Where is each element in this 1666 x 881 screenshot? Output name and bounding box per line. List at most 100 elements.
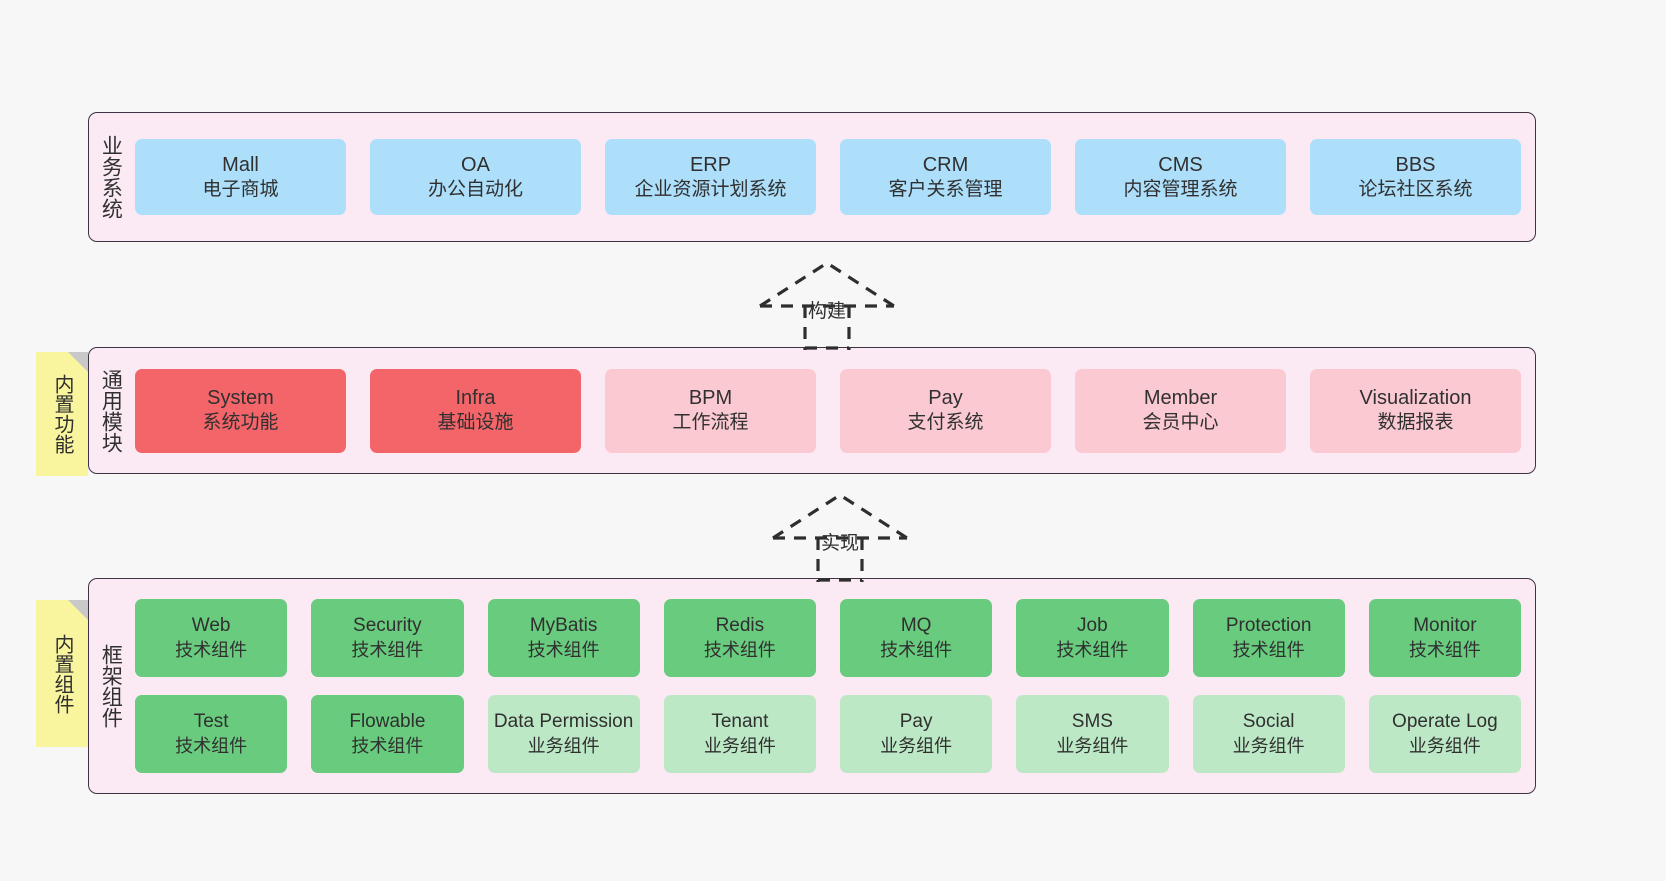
sticky-note-builtin-features: 内置功能	[36, 352, 88, 476]
card-pay-component[interactable]: Pay 业务组件	[840, 695, 993, 773]
card-flowable[interactable]: Flowable 技术组件	[311, 695, 464, 773]
card-member-subtitle: 会员中心	[1142, 412, 1219, 434]
card-erp-subtitle: 企业资源计划系统	[634, 178, 787, 200]
card-redis[interactable]: Redis 技术组件	[663, 599, 816, 677]
card-oa[interactable]: OA 办公自动化	[370, 139, 581, 215]
card-data-permission-title: Data Permission	[493, 710, 634, 732]
card-web-title: Web	[191, 614, 231, 636]
layer-title-business-system: 业务系统	[99, 135, 123, 219]
card-mall-subtitle: 电子商城	[202, 178, 279, 200]
card-security-subtitle: 技术组件	[351, 639, 424, 660]
card-sms-subtitle: 业务组件	[1056, 735, 1129, 756]
note-fold-corner-icon	[68, 352, 88, 372]
layer-title-common-modules: 通用模块	[99, 368, 123, 453]
card-bbs-subtitle: 论坛社区系统	[1358, 178, 1473, 200]
card-system-title: System	[207, 387, 274, 410]
card-pay-component-subtitle: 业务组件	[880, 735, 953, 756]
card-data-permission-subtitle: 业务组件	[527, 735, 600, 756]
card-infra-subtitle: 基础设施	[437, 412, 514, 434]
card-pay-module-title: Pay	[928, 387, 963, 410]
card-row-framework-tech: Web 技术组件 Security 技术组件 MyBatis 技术组件 Redi…	[135, 599, 1521, 677]
card-operate-log-title: Operate Log	[1392, 710, 1498, 732]
layer-body-business-system: Mall 电子商城 OA 办公自动化 ERP 企业资源计划系统 CRM 客户关系…	[131, 113, 1535, 241]
note-fold-corner-icon-2	[68, 600, 88, 620]
card-sms-title: SMS	[1071, 710, 1113, 732]
connector-build: 构建	[755, 258, 905, 350]
card-web-subtitle: 技术组件	[175, 639, 248, 660]
card-pay-module[interactable]: Pay 支付系统	[840, 368, 1051, 453]
card-sms[interactable]: SMS 业务组件	[1016, 695, 1169, 773]
card-member-title: Member	[1143, 387, 1218, 410]
card-cms[interactable]: CMS 内容管理系统	[1075, 139, 1286, 215]
card-test[interactable]: Test 技术组件	[135, 695, 288, 773]
card-redis-title: Redis	[715, 614, 765, 636]
card-row-common-modules: System 系统功能 Infra 基础设施 BPM 工作流程 Pay 支付系统…	[135, 368, 1521, 453]
card-bbs[interactable]: BBS 论坛社区系统	[1310, 139, 1521, 215]
card-pay-component-title: Pay	[899, 710, 933, 732]
card-bbs-title: BBS	[1395, 153, 1436, 176]
card-visualization-title: Visualization	[1359, 387, 1472, 410]
card-operate-log-subtitle: 业务组件	[1408, 735, 1481, 756]
card-crm[interactable]: CRM 客户关系管理	[840, 139, 1051, 215]
card-security[interactable]: Security 技术组件	[311, 599, 464, 677]
card-system-subtitle: 系统功能	[202, 412, 279, 434]
connector-build-label: 构建	[808, 301, 847, 322]
card-monitor-title: Monitor	[1413, 614, 1477, 636]
card-bpm[interactable]: BPM 工作流程	[605, 368, 816, 453]
connector-implement: 实现	[768, 490, 918, 582]
layer-framework-components[interactable]: 框架组件 Web 技术组件 Security 技术组件 MyBatis 技术组件…	[88, 578, 1536, 794]
card-infra-title: Infra	[455, 387, 496, 410]
layer-business-system[interactable]: 业务系统 Mall 电子商城 OA 办公自动化 ERP 企业资源计划系统 CRM…	[88, 112, 1536, 242]
card-redis-subtitle: 技术组件	[703, 639, 776, 660]
card-mall[interactable]: Mall 电子商城	[135, 139, 346, 215]
card-social-title: Social	[1242, 710, 1295, 732]
card-tenant-subtitle: 业务组件	[703, 735, 776, 756]
card-visualization-subtitle: 数据报表	[1377, 412, 1454, 434]
card-pay-module-subtitle: 支付系统	[907, 412, 984, 434]
layer-common-modules[interactable]: 通用模块 System 系统功能 Infra 基础设施 BPM 工作流程 Pay…	[88, 347, 1536, 474]
card-protection[interactable]: Protection 技术组件	[1192, 599, 1345, 677]
card-mq[interactable]: MQ 技术组件	[840, 599, 993, 677]
card-mq-subtitle: 技术组件	[880, 639, 953, 660]
card-data-permission[interactable]: Data Permission 业务组件	[487, 695, 640, 773]
card-operate-log[interactable]: Operate Log 业务组件	[1368, 695, 1521, 773]
sticky-note-builtin-components-label: 内置组件	[51, 633, 73, 714]
card-test-subtitle: 技术组件	[175, 735, 248, 756]
card-mq-title: MQ	[900, 614, 932, 636]
layer-title-framework-components: 框架组件	[99, 644, 123, 728]
card-row-business: Mall 电子商城 OA 办公自动化 ERP 企业资源计划系统 CRM 客户关系…	[135, 139, 1521, 215]
card-flowable-title: Flowable	[349, 710, 426, 732]
card-web[interactable]: Web 技术组件	[135, 599, 288, 677]
card-job[interactable]: Job 技术组件	[1016, 599, 1169, 677]
card-monitor[interactable]: Monitor 技术组件	[1368, 599, 1521, 677]
card-bpm-title: BPM	[688, 387, 733, 410]
layer-body-common-modules: System 系统功能 Infra 基础设施 BPM 工作流程 Pay 支付系统…	[131, 348, 1535, 473]
card-mybatis[interactable]: MyBatis 技术组件	[487, 599, 640, 677]
card-cms-title: CMS	[1158, 153, 1203, 176]
card-erp[interactable]: ERP 企业资源计划系统	[605, 139, 816, 215]
sticky-note-builtin-features-label: 内置功能	[51, 374, 73, 454]
card-crm-title: CRM	[922, 153, 969, 176]
card-social-subtitle: 业务组件	[1232, 735, 1305, 756]
sticky-note-builtin-components: 内置组件	[36, 600, 88, 747]
card-protection-title: Protection	[1225, 614, 1312, 636]
card-protection-subtitle: 技术组件	[1232, 639, 1305, 660]
card-monitor-subtitle: 技术组件	[1408, 639, 1481, 660]
card-erp-title: ERP	[689, 153, 732, 176]
card-infra[interactable]: Infra 基础设施	[370, 368, 581, 453]
card-row-framework-business: Test 技术组件 Flowable 技术组件 Data Permission …	[135, 695, 1521, 773]
card-security-title: Security	[353, 614, 422, 636]
card-oa-subtitle: 办公自动化	[427, 178, 523, 200]
card-mall-title: Mall	[222, 153, 259, 176]
card-test-title: Test	[193, 710, 229, 732]
card-tenant-title: Tenant	[711, 710, 769, 732]
card-system[interactable]: System 系统功能	[135, 368, 346, 453]
card-mybatis-subtitle: 技术组件	[527, 639, 600, 660]
card-crm-subtitle: 客户关系管理	[888, 178, 1003, 200]
layer-body-framework-components: Web 技术组件 Security 技术组件 MyBatis 技术组件 Redi…	[131, 579, 1535, 793]
card-member[interactable]: Member 会员中心	[1075, 368, 1286, 453]
card-tenant[interactable]: Tenant 业务组件	[663, 695, 816, 773]
card-mybatis-title: MyBatis	[529, 614, 598, 636]
card-visualization[interactable]: Visualization 数据报表	[1310, 368, 1521, 453]
card-social[interactable]: Social 业务组件	[1192, 695, 1345, 773]
